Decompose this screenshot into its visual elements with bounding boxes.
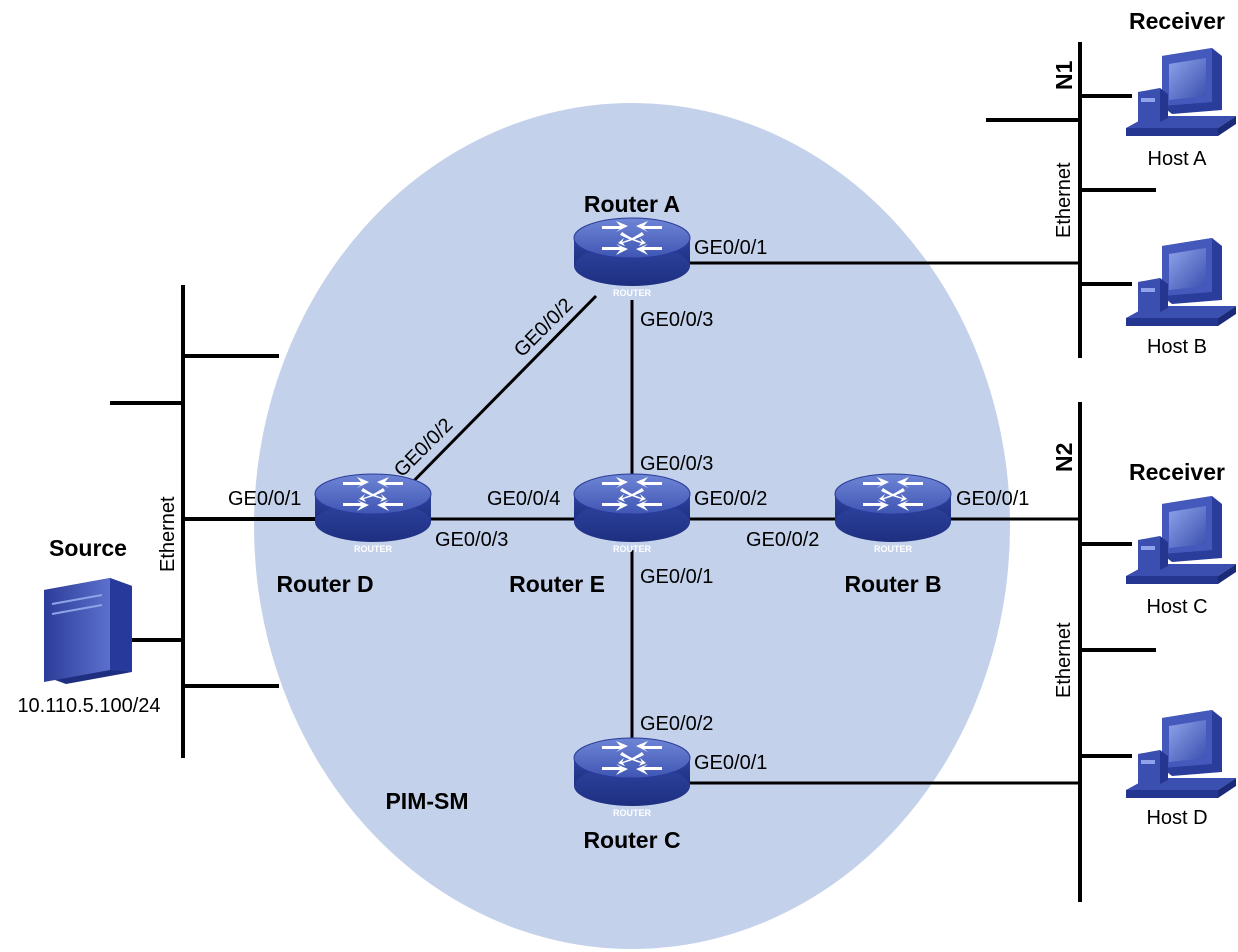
ethernet-n2-bus (1078, 402, 1156, 902)
link-a-d (393, 294, 598, 502)
router-e-badge: ROUTER (613, 544, 652, 554)
router-d[interactable]: ROUTER (314, 473, 432, 554)
host-a-icon[interactable] (1126, 48, 1236, 136)
router-e-name: Router E (509, 571, 605, 597)
receiver-n2-label: Receiver (1129, 459, 1225, 485)
router-d-name: Router D (276, 571, 373, 597)
source-server-icon[interactable] (44, 578, 132, 684)
host-c-icon[interactable] (1126, 496, 1236, 584)
ethernet-left-label: Ethernet (157, 496, 179, 572)
router-b-name: Router B (844, 571, 941, 597)
router-d-ge3-label: GE0/0/3 (435, 529, 508, 551)
receiver-n1-label: Receiver (1129, 8, 1225, 34)
network-n1-label: N1 (1051, 60, 1077, 90)
router-a-name: Router A (584, 191, 680, 217)
host-a-label: Host A (1148, 148, 1208, 170)
ethernet-left-bus (110, 285, 318, 758)
router-a-badge: ROUTER (613, 288, 652, 298)
router-e-ge3-label: GE0/0/3 (640, 453, 713, 475)
router-a-ge3-label: GE0/0/3 (640, 309, 713, 331)
router-c-name: Router C (583, 827, 680, 853)
ethernet-n1-label: Ethernet (1053, 162, 1075, 238)
router-b[interactable]: ROUTER (834, 473, 952, 554)
host-c-label: Host C (1146, 596, 1207, 618)
host-b-label: Host B (1147, 336, 1207, 358)
router-b-ge2-label: GE0/0/2 (746, 529, 819, 551)
router-a-ge1-label: GE0/0/1 (694, 237, 767, 259)
router-e[interactable]: ROUTER (573, 473, 691, 554)
router-b-badge: ROUTER (874, 544, 913, 554)
router-a[interactable]: ROUTER (573, 217, 691, 298)
router-c-badge: ROUTER (613, 808, 652, 818)
source-ip-label: 10.110.5.100/24 (17, 695, 160, 717)
network-n2-label: N2 (1051, 443, 1077, 472)
router-c-ge2-label: GE0/0/2 (640, 713, 713, 735)
host-d-label: Host D (1146, 807, 1207, 829)
ethernet-n2-label: Ethernet (1053, 622, 1075, 698)
router-d-badge: ROUTER (354, 544, 393, 554)
router-c-ge1-label: GE0/0/1 (694, 752, 767, 774)
router-d-ge1-label: GE0/0/1 (228, 488, 301, 510)
router-links (393, 261, 1082, 785)
router-c[interactable]: ROUTER (573, 737, 691, 818)
router-e-ge1-label: GE0/0/1 (640, 566, 713, 588)
host-d-icon[interactable] (1126, 710, 1236, 798)
source-label: Source (49, 535, 127, 561)
router-e-ge2-label: GE0/0/2 (694, 488, 767, 510)
host-b-icon[interactable] (1126, 238, 1236, 326)
router-b-ge1-label: GE0/0/1 (956, 488, 1029, 510)
pim-sm-label: PIM-SM (385, 788, 468, 814)
router-e-ge4-label: GE0/0/4 (487, 488, 560, 510)
ethernet-n1-bus (986, 42, 1156, 358)
